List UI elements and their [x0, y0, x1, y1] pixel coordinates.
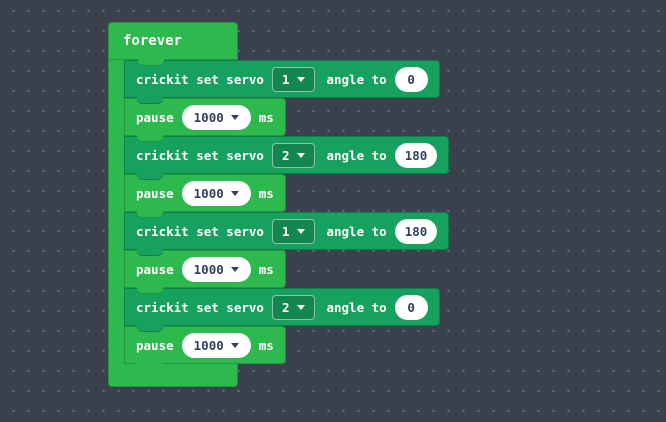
forever-loop-block[interactable]: forever crickit set servo 1 angle to 0 p…	[108, 22, 450, 387]
forever-block-body: crickit set servo 1 angle to 0 pause 100…	[108, 60, 450, 370]
servo-number-value: 1	[281, 223, 290, 239]
chevron-down-icon	[230, 190, 239, 196]
crickit-set-servo-block[interactable]: crickit set servo 1 angle to 0	[124, 60, 440, 104]
block-label: ms	[258, 109, 274, 125]
pause-block[interactable]: pause 1000 ms	[124, 326, 286, 370]
forever-label: forever	[123, 33, 183, 49]
pause-duration-dropdown[interactable]: 1000	[181, 180, 251, 206]
block-label: ms	[258, 337, 274, 353]
block-label: crickit set servo	[136, 147, 264, 163]
servo-number-dropdown[interactable]: 1	[271, 66, 316, 92]
chevron-down-icon	[297, 304, 306, 310]
block-label: angle to	[326, 299, 387, 315]
block-label: pause	[136, 109, 174, 125]
pause-block[interactable]: pause 1000 ms	[124, 98, 286, 142]
block-label: pause	[136, 261, 174, 277]
angle-value-field[interactable]: 0	[394, 294, 428, 320]
block-label: angle to	[326, 147, 387, 163]
servo-number-value: 2	[281, 299, 290, 315]
forever-block-header[interactable]: forever	[108, 22, 238, 66]
pause-duration-dropdown[interactable]: 1000	[181, 332, 251, 358]
pause-duration-value: 1000	[193, 261, 224, 277]
chevron-down-icon	[230, 266, 239, 272]
forever-block-spine	[108, 60, 124, 364]
angle-value-field[interactable]: 180	[394, 142, 438, 168]
chevron-down-icon	[297, 76, 306, 82]
pause-duration-dropdown[interactable]: 1000	[181, 104, 251, 130]
forever-block-footer[interactable]	[108, 364, 238, 387]
angle-value-field[interactable]: 180	[394, 218, 438, 244]
block-label: ms	[258, 185, 274, 201]
pause-duration-dropdown[interactable]: 1000	[181, 256, 251, 282]
block-label: angle to	[326, 71, 387, 87]
crickit-set-servo-block[interactable]: crickit set servo 1 angle to 180	[124, 212, 450, 256]
block-label: crickit set servo	[136, 223, 264, 239]
block-label: crickit set servo	[136, 71, 264, 87]
forever-inner-blocks: crickit set servo 1 angle to 0 pause 100…	[124, 60, 450, 370]
pause-block[interactable]: pause 1000 ms	[124, 250, 286, 294]
crickit-set-servo-block[interactable]: crickit set servo 2 angle to 0	[124, 288, 440, 332]
chevron-down-icon	[297, 152, 306, 158]
chevron-down-icon	[297, 228, 306, 234]
block-label: ms	[258, 261, 274, 277]
pause-duration-value: 1000	[193, 109, 224, 125]
pause-duration-value: 1000	[193, 185, 224, 201]
pause-block[interactable]: pause 1000 ms	[124, 174, 286, 218]
chevron-down-icon	[230, 114, 239, 120]
crickit-set-servo-block[interactable]: crickit set servo 2 angle to 180	[124, 136, 450, 180]
chevron-down-icon	[230, 342, 239, 348]
block-label: pause	[136, 185, 174, 201]
block-label: crickit set servo	[136, 299, 264, 315]
angle-value-field[interactable]: 0	[394, 66, 428, 92]
servo-number-dropdown[interactable]: 1	[271, 218, 316, 244]
servo-number-dropdown[interactable]: 2	[271, 294, 316, 320]
block-label: pause	[136, 337, 174, 353]
block-label: angle to	[326, 223, 387, 239]
pause-duration-value: 1000	[193, 337, 224, 353]
servo-number-value: 1	[281, 71, 290, 87]
servo-number-dropdown[interactable]: 2	[271, 142, 316, 168]
servo-number-value: 2	[281, 147, 290, 163]
